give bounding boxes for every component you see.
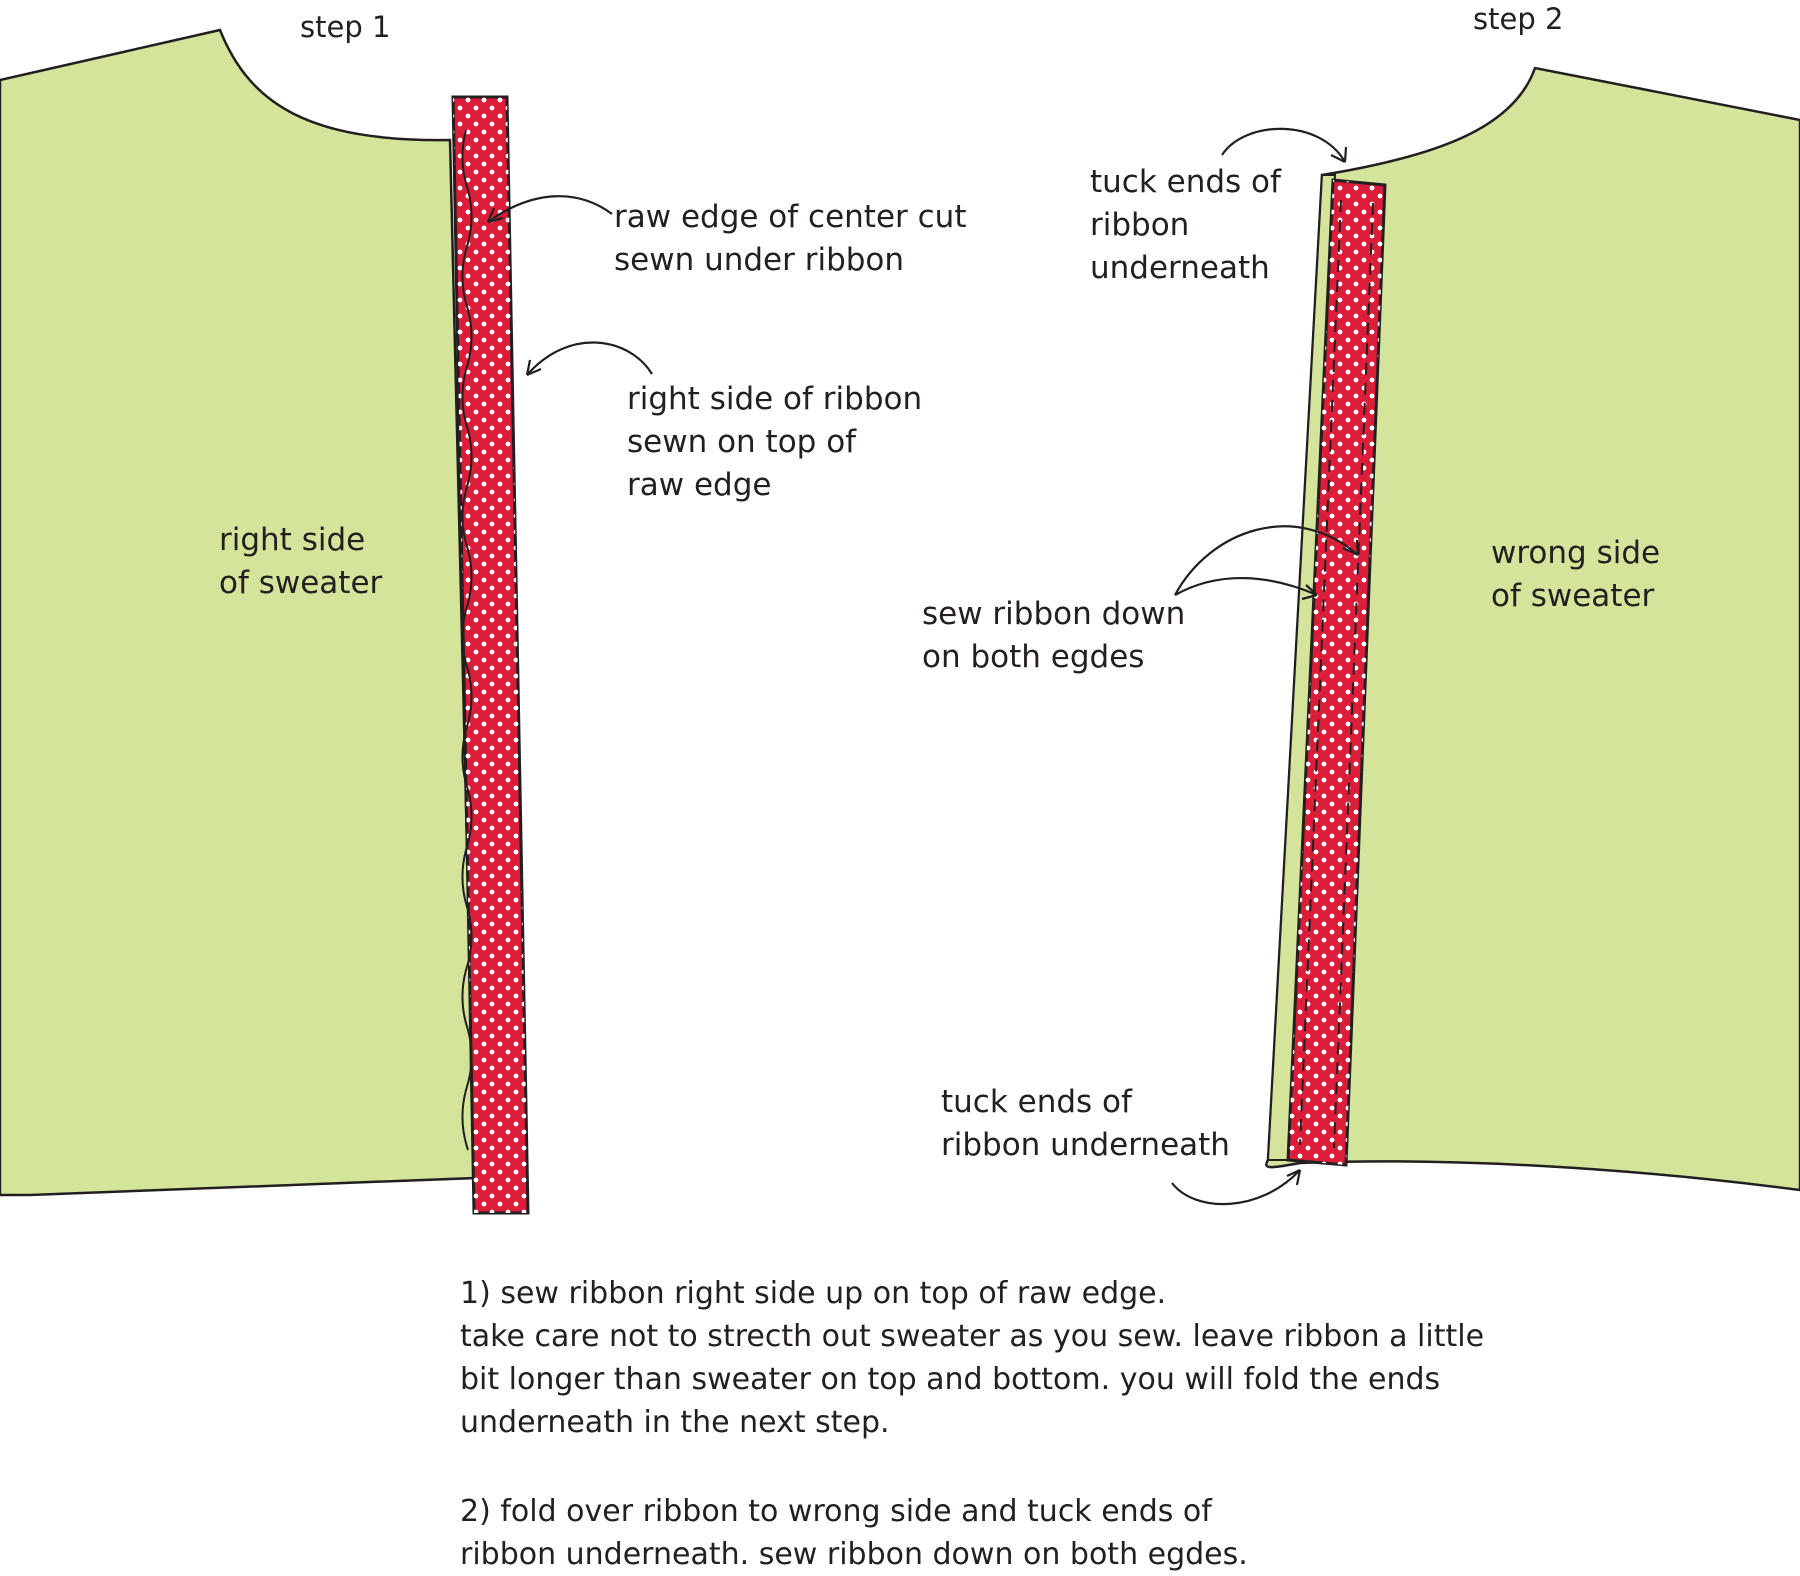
callout-right-side: right side of ribbon sewn on top of raw … bbox=[627, 381, 923, 503]
sweater-piece-wrong-side bbox=[1265, 66, 1800, 1192]
instruction-line: take care not to strecth out sweater as … bbox=[460, 1319, 1485, 1354]
arrow-raw-edge bbox=[486, 195, 613, 224]
arrow-right-side bbox=[525, 341, 653, 377]
instructions-step2: 2) fold over ribbon to wrong side and tu… bbox=[460, 1490, 1248, 1576]
step2-piece-label: wrong side of sweater bbox=[1491, 535, 1661, 614]
instruction-line: underneath in the next step. bbox=[460, 1405, 890, 1440]
sweater-piece-right-side bbox=[0, 28, 477, 1197]
arrow-tuck-top bbox=[1221, 127, 1348, 163]
instructions-step1: 1) sew ribbon right side up on top of ra… bbox=[460, 1272, 1484, 1444]
instruction-line: ribbon underneath. sew ribbon down on bo… bbox=[460, 1537, 1248, 1572]
arrow-tuck-bottom bbox=[1171, 1169, 1302, 1206]
callout-tuck-top: tuck ends of ribbon underneath bbox=[1090, 164, 1281, 286]
callout-sew-down: sew ribbon down on both egdes bbox=[922, 596, 1186, 675]
raw-edge-line bbox=[461, 129, 473, 1151]
step1-title: step 1 bbox=[300, 10, 391, 44]
step1-piece-label: right side of sweater bbox=[219, 522, 383, 601]
callout-tuck-bottom: tuck ends of ribbon underneath bbox=[941, 1084, 1230, 1163]
instruction-line: 2) fold over ribbon to wrong side and tu… bbox=[460, 1494, 1212, 1529]
instruction-line: bit longer than sweater on top and botto… bbox=[460, 1362, 1441, 1397]
instruction-line: 1) sew ribbon right side up on top of ra… bbox=[460, 1276, 1167, 1311]
arrow-sew-down bbox=[1174, 525, 1360, 601]
ribbon-step2 bbox=[1286, 178, 1387, 1167]
step2-title: step 2 bbox=[1473, 2, 1564, 36]
callout-raw-edge: raw edge of center cut sewn under ribbon bbox=[614, 199, 967, 278]
